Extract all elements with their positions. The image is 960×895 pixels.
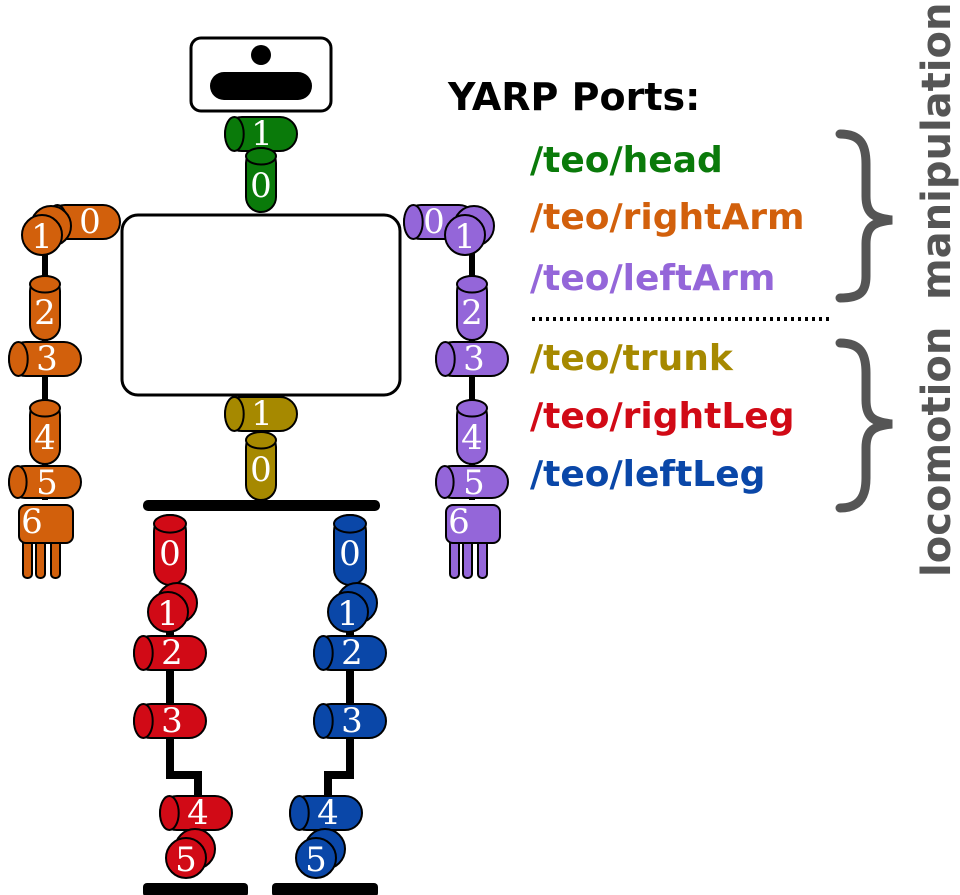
right-leg-joint-2-label: 2 <box>161 633 183 673</box>
torso-box <box>120 213 402 397</box>
left-leg-link <box>324 630 354 810</box>
right-arm-joint-1: 1 <box>21 205 72 257</box>
trunk-joint-1-label: 1 <box>251 394 273 434</box>
right-arm-joint-3: 3 <box>8 339 82 379</box>
left-leg-joint-5: 5 <box>295 828 346 880</box>
port-head: /teo/head <box>530 140 723 181</box>
left-arm-joint-0-label: 0 <box>423 202 445 242</box>
right-leg-joint-1: 1 <box>147 582 198 634</box>
left-arm-joint-1-label: 1 <box>454 217 476 257</box>
right-leg-joint-4: 4 <box>159 793 233 833</box>
right-leg-joint-4-label: 4 <box>187 793 209 833</box>
right-leg-joint-3-label: 3 <box>161 701 183 741</box>
right-leg-joint-5: 5 <box>165 828 216 880</box>
head-eye <box>251 45 271 65</box>
robot-structure <box>42 36 475 895</box>
trunk-joint-0: 0 <box>245 431 277 501</box>
port-left-arm: /teo/leftArm <box>530 258 775 299</box>
left-arm-joint-1: 1 <box>444 205 495 257</box>
right-leg-joint-5-label: 5 <box>175 840 197 880</box>
left-arm-joint-3: 3 <box>435 339 509 379</box>
left-arm-joint-4-label: 4 <box>461 418 483 458</box>
hip-bar <box>143 500 380 511</box>
right-leg-joint-3: 3 <box>133 701 207 741</box>
left-arm-joint-3-label: 3 <box>463 339 485 379</box>
right-leg-link <box>166 630 202 810</box>
ports-list: /teo/head /teo/rightArm /teo/leftArm /te… <box>530 140 804 495</box>
left-arm-joint-5-label: 5 <box>463 463 485 503</box>
right-leg-joint-1-label: 1 <box>157 594 179 634</box>
right-arm-joint-5: 5 <box>7 463 82 503</box>
left-leg-joint-2: 2 <box>313 633 387 673</box>
head-joint-1-label: 1 <box>251 114 273 154</box>
right-leg-joint-2: 2 <box>133 633 207 673</box>
group-manipulation: manipulation <box>914 3 960 300</box>
head-mouth <box>210 72 312 100</box>
right-leg-joint-0-label: 0 <box>159 534 181 574</box>
left-arm-joint-2: 2 <box>456 275 488 341</box>
left-leg-joint-2-label: 2 <box>341 633 363 673</box>
head-joint-0-label: 0 <box>250 166 272 206</box>
legend-title: YARP Ports: <box>447 75 700 119</box>
right-arm-joint-5-label: 5 <box>36 463 58 503</box>
left-arm-joint-6: 6 <box>445 502 501 579</box>
right-leg-joint-0: 0 <box>153 514 187 586</box>
right-arm-joint-1-label: 1 <box>31 217 53 257</box>
left-leg-joint-0: 0 <box>333 514 367 586</box>
port-right-arm: /teo/rightArm <box>530 197 804 238</box>
right-arm-joint-0-label: 0 <box>79 202 101 242</box>
head-joint-1: 1 <box>224 114 298 154</box>
left-leg-joint-1: 1 <box>327 582 378 634</box>
right-arm-joint-4-label: 4 <box>34 418 56 458</box>
trunk-joint-1: 1 <box>224 394 298 434</box>
port-trunk: /teo/trunk <box>530 338 734 379</box>
port-left-leg: /teo/leftLeg <box>530 454 765 495</box>
left-leg-joint-4-label: 4 <box>317 793 339 833</box>
left-leg-joint-3-label: 3 <box>341 701 363 741</box>
left-arm-joint-2-label: 2 <box>461 293 483 333</box>
left-foot <box>272 883 378 895</box>
right-arm-joint-6-label: 6 <box>21 502 43 542</box>
left-arm-joint-4: 4 <box>456 399 488 465</box>
left-leg-joint-4: 4 <box>289 793 363 833</box>
right-arm-joint-4: 4 <box>29 399 61 465</box>
head-joint-0: 0 <box>245 147 277 213</box>
left-leg-joint-1-label: 1 <box>337 594 359 634</box>
right-arm-joint-6: 6 <box>18 502 74 579</box>
left-leg-joint-5-label: 5 <box>305 840 327 880</box>
group-locomotion: locomotion <box>914 327 960 577</box>
trunk-joint-0-label: 0 <box>250 450 272 490</box>
port-right-leg: /teo/rightLeg <box>530 396 794 437</box>
left-arm-joint-6-label: 6 <box>448 502 470 542</box>
left-leg-joint-0-label: 0 <box>339 534 361 574</box>
right-arm-joint-2: 2 <box>29 275 61 341</box>
left-arm-joint-5: 5 <box>435 463 509 503</box>
left-leg-joint-3: 3 <box>313 701 387 741</box>
right-arm-joint-2-label: 2 <box>34 293 56 333</box>
right-foot <box>143 883 248 895</box>
lower-brace <box>835 338 893 513</box>
upper-brace <box>835 129 893 303</box>
right-arm-joint-3-label: 3 <box>36 339 58 379</box>
